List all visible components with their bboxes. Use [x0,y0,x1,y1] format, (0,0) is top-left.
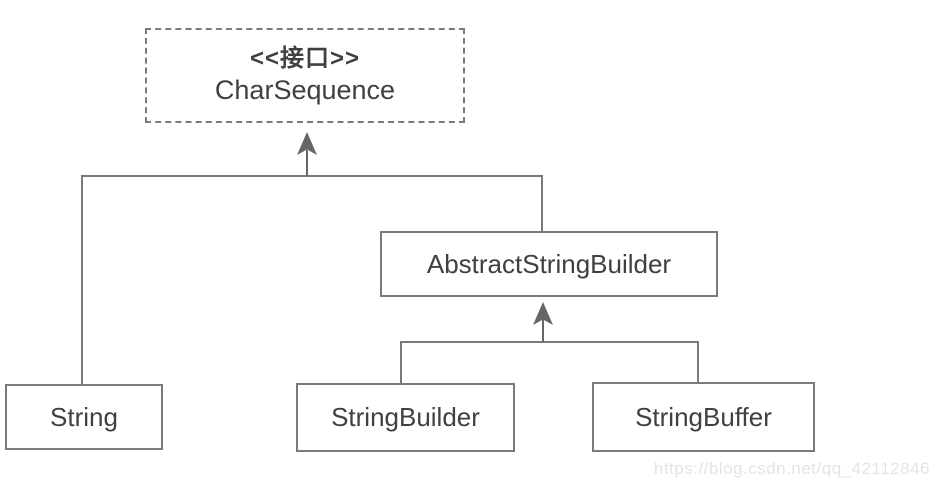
class-box-stringbuilder: StringBuilder [296,383,515,452]
class-box-stringbuffer: StringBuffer [592,382,815,452]
interface-name-label: CharSequence [214,74,396,105]
arrowhead-abstractstringbuilder-icon [533,302,553,325]
class-box-string: String [5,384,163,450]
interface-box-charsequence: <<接口>> CharSequence [145,28,465,123]
class-name-label: StringBuilder [331,402,480,432]
class-box-abstractstringbuilder: AbstractStringBuilder [380,231,718,297]
class-name-label: String [50,401,118,432]
class-name-label: AbstractStringBuilder [426,248,672,279]
connector-lower [400,341,699,384]
arrowhead-charsequence-icon [297,132,317,155]
csdn-watermark: https://blog.csdn.net/qq_42112846 [653,459,930,478]
interface-stereotype-label: <<接口>> [249,45,361,73]
class-name-label: StringBuffer [635,401,772,432]
